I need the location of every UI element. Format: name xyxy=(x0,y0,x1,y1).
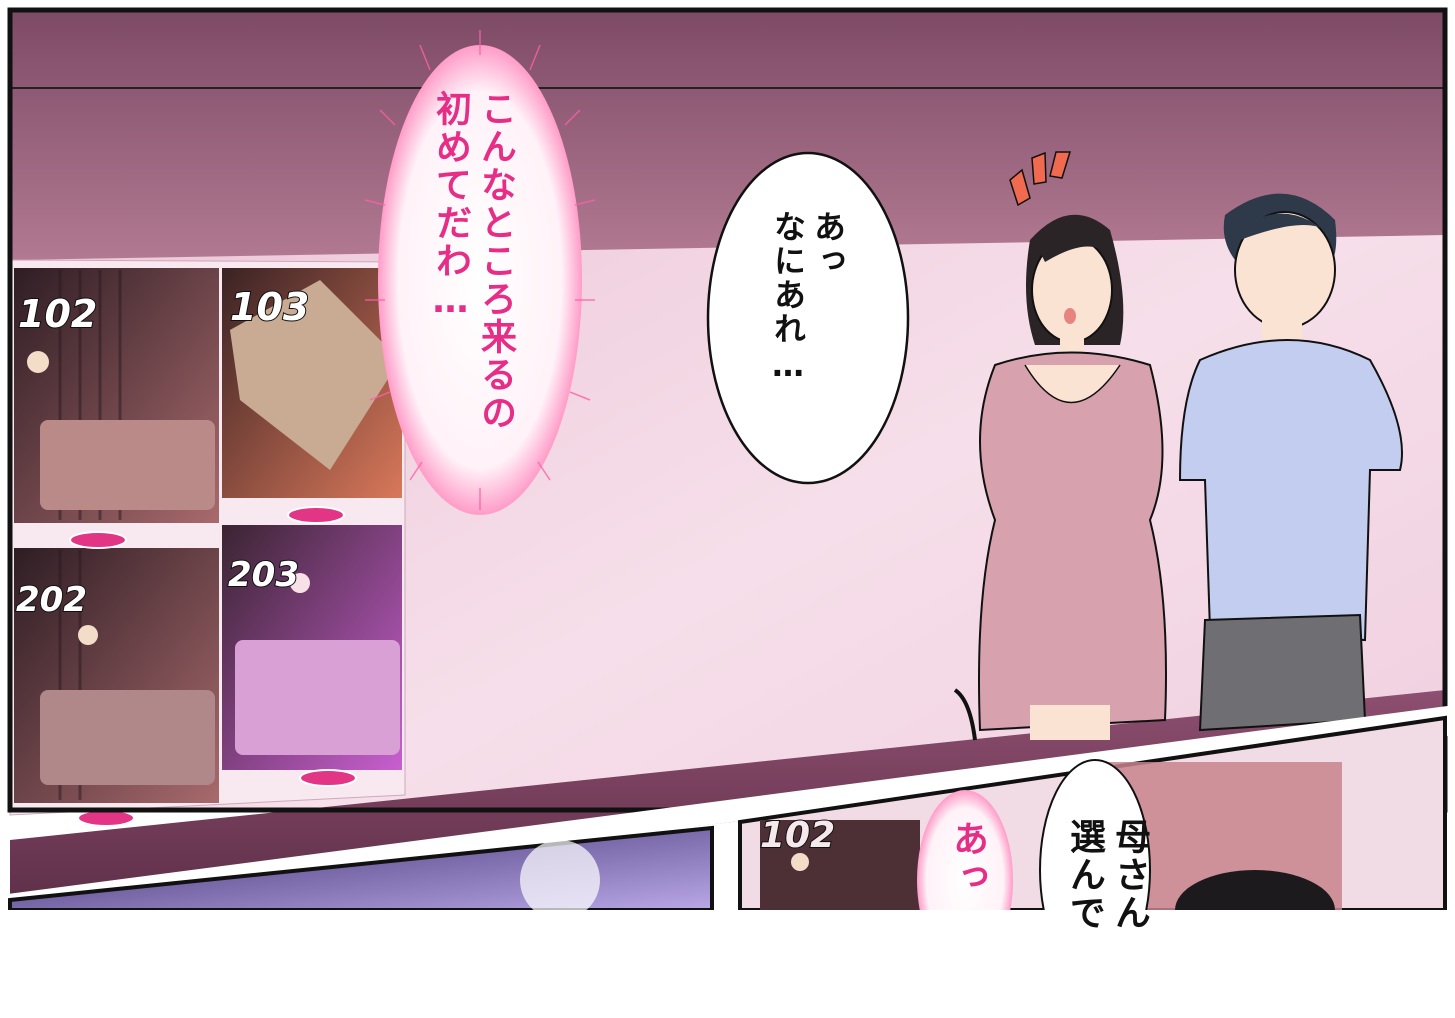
room-label-102: 102 xyxy=(17,291,98,337)
room-label-202: 202 xyxy=(15,579,88,621)
pink-exclamation-text: あっ xyxy=(947,820,988,896)
bottom-right-panel xyxy=(738,715,1447,910)
surprise-marks xyxy=(1009,151,1072,207)
woman-figure xyxy=(953,214,1167,741)
thought-bubble-shape xyxy=(364,30,596,515)
room-photo-board xyxy=(9,259,406,827)
thought-bubble-text: こんなところ来るの 初めてだわ… xyxy=(430,90,516,432)
room-button-103 xyxy=(287,506,345,524)
speech-bubble-text: あっ なにあれ… xyxy=(769,210,847,386)
room-label-203: 203 xyxy=(227,554,300,596)
bottom-left-panel xyxy=(8,825,714,910)
man-figure xyxy=(1178,193,1403,732)
room-label-102-bottom: 102 xyxy=(759,814,836,857)
room-button-102 xyxy=(69,531,127,549)
top-panel xyxy=(7,7,1448,905)
speech-bubble-text-bottom: 母さん 選んで xyxy=(1064,818,1150,932)
room-label-103: 103 xyxy=(229,284,310,330)
manga-page: 102 103 202 203 こんなところ来るの 初めてだわ… あっ なにあれ… xyxy=(7,7,1448,932)
speech-bubble-shape xyxy=(706,151,910,485)
room-button-203 xyxy=(299,769,357,787)
